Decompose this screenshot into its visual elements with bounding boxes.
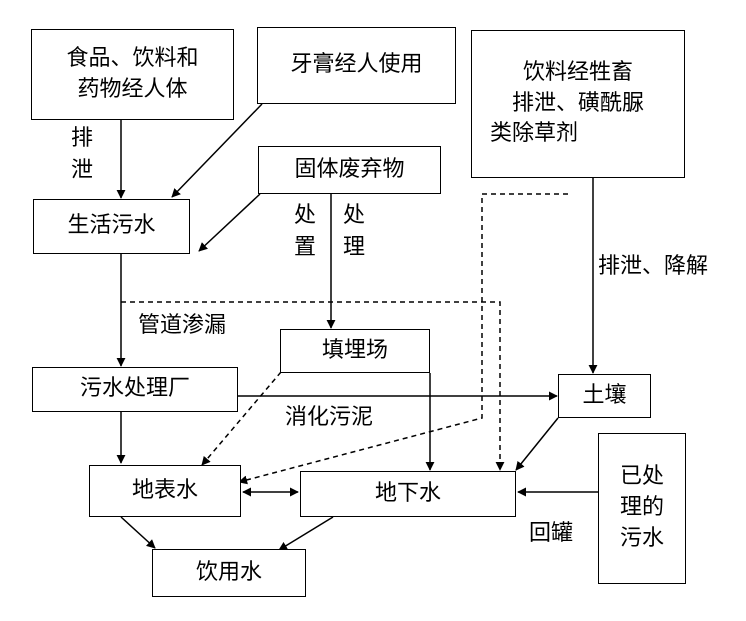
edge-label-digested-sludge: 消化污泥 — [285, 405, 374, 430]
node-label-line: 药物经人体 — [77, 76, 188, 102]
node-label-line: 排泄、磺酰脲 — [511, 90, 644, 116]
arrow-soil-to-groundwater — [515, 417, 559, 471]
node-label-line: 类除草剂 — [490, 121, 579, 147]
node-label-line: 已处 — [619, 464, 664, 490]
node-label: 饮用水 — [195, 559, 262, 585]
node-label: 填埋场 — [321, 337, 388, 363]
arrow-solidwaste-to-sewage — [198, 193, 261, 252]
node-label: 地表水 — [131, 477, 198, 503]
node-landfill: 填埋场 — [280, 329, 430, 373]
edge-label-treatment: 处理 — [342, 203, 365, 260]
node-drinking-water: 饮用水 — [152, 549, 306, 597]
node-label-line: 食品、饮料和 — [66, 45, 199, 71]
node-label: 污水处理厂 — [79, 376, 190, 402]
node-surface-water: 地表水 — [89, 465, 241, 517]
node-solid-waste: 固体废弃物 — [258, 146, 441, 194]
node-label: 牙膏经人使用 — [290, 52, 423, 78]
node-label: 土壤 — [582, 382, 627, 408]
dashed-livestock-to-surface — [238, 193, 568, 485]
node-label-line: 污水 — [619, 525, 664, 551]
node-sewage-plant: 污水处理厂 — [32, 367, 238, 412]
node-label: 固体废弃物 — [294, 156, 405, 182]
node-food-drink-medicine: 食品、饮料和 药物经人体 — [31, 29, 234, 120]
edge-label-pipe-leakage: 管道渗漏 — [138, 313, 227, 338]
node-groundwater: 地下水 — [300, 471, 516, 517]
node-label: 地下水 — [374, 480, 441, 506]
edge-label-excretion-degradation: 排泄、降解 — [598, 254, 709, 279]
edge-label-recharge: 回罐 — [529, 521, 574, 546]
edge-label-disposal: 处置 — [293, 203, 316, 260]
arrow-surface-to-drinking — [120, 516, 156, 549]
node-treated-sewage: 已处 理的 污水 — [598, 433, 686, 584]
node-domestic-sewage: 生活污水 — [33, 199, 190, 254]
dashed-landfill-to-surface — [201, 371, 282, 466]
node-soil: 土壤 — [558, 374, 651, 418]
node-label-line: 理的 — [619, 495, 664, 521]
arrow-toothpaste-to-sewage — [171, 103, 263, 198]
edge-label-excretion: 排泄 — [70, 126, 93, 183]
node-livestock-excretion: 饮料经牲畜 排泄、磺酰脲 类除草剂 — [471, 30, 685, 178]
dashed-leak-to-groundwater — [121, 301, 505, 471]
node-label: 生活污水 — [67, 213, 156, 239]
node-label-line: 饮料经牲畜 — [522, 59, 633, 85]
arrow-groundwater-to-drinking — [278, 516, 334, 551]
node-toothpaste: 牙膏经人使用 — [257, 27, 456, 104]
